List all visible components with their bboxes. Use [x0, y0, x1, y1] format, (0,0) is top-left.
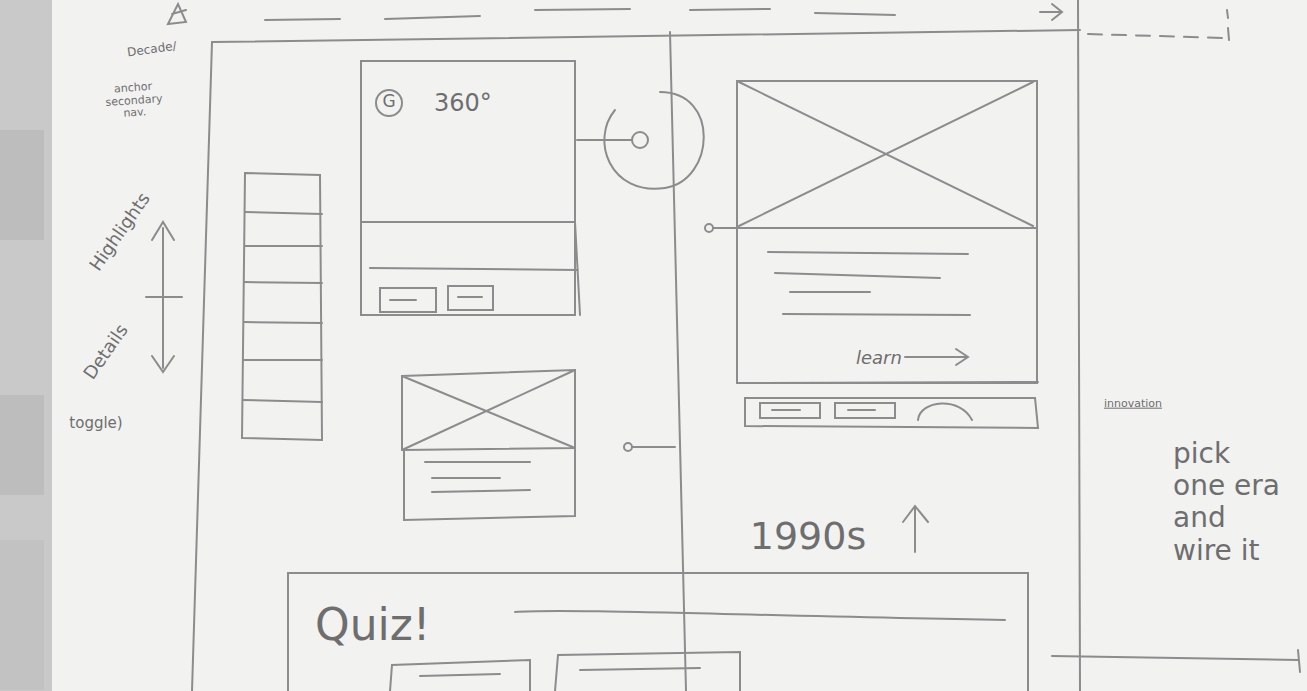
annotation-text: pick one era and wire it: [1173, 438, 1291, 567]
anchor-nav-items: [243, 212, 322, 402]
paper-strip: [0, 540, 44, 690]
toggle-arrow: [146, 222, 182, 372]
quiz-box: Quiz!: [287, 572, 1029, 691]
page-frame: [192, 42, 212, 691]
pin-dot: [705, 224, 713, 232]
small-card: [404, 448, 575, 520]
annotation-text: Decade/: [126, 40, 177, 61]
tabs: [760, 403, 972, 420]
dashed-line: [1088, 34, 1225, 38]
up-arrow: [903, 506, 928, 552]
image-placeholder: [402, 370, 575, 450]
node-text: learn: [856, 348, 902, 369]
annotation-text: 1990s: [750, 515, 867, 559]
nav-items: [265, 9, 895, 20]
node-text: 360°: [434, 90, 492, 118]
tick: [1227, 10, 1229, 40]
annotation-text: anchor secondary nav.: [98, 80, 170, 123]
tab-bar: [745, 398, 1038, 428]
column-divider: [670, 32, 686, 691]
anchor-nav: [242, 173, 322, 440]
paper-strip: [0, 395, 44, 495]
nav-bar-line: [212, 30, 1080, 42]
highlight-loop: [604, 92, 703, 189]
quiz-answer: [390, 660, 530, 691]
icon-circle: G: [374, 88, 404, 118]
card-buttons: [380, 286, 493, 312]
paper-strip: [0, 0, 52, 691]
panorama-card: 360° G: [360, 60, 576, 316]
card-divider: [362, 222, 580, 315]
nav-arrow: [1040, 4, 1062, 20]
learn-arrow: [905, 349, 968, 365]
annotation-text: Details: [80, 321, 133, 384]
page-frame: [1078, 0, 1080, 691]
quiz-line: [515, 611, 1005, 620]
text-lines: [425, 462, 530, 492]
annotation-text: toggle): [69, 415, 122, 432]
node-text: Quiz!: [315, 600, 430, 651]
leader-line: [632, 446, 675, 448]
paper-strip: [0, 130, 44, 240]
annotation-text: Highlights: [86, 189, 155, 275]
text-lines: [768, 252, 970, 315]
image-placeholder: [737, 82, 1037, 228]
quiz-answer: [555, 652, 740, 691]
feature-card: learn: [736, 80, 1038, 384]
annotation-text: innovation: [1104, 398, 1162, 411]
pin-dot: [624, 443, 632, 451]
pin-dot: [632, 132, 648, 148]
logo-sketch: [168, 4, 186, 24]
node-text: G: [374, 92, 404, 112]
margin-line: [1052, 650, 1300, 672]
